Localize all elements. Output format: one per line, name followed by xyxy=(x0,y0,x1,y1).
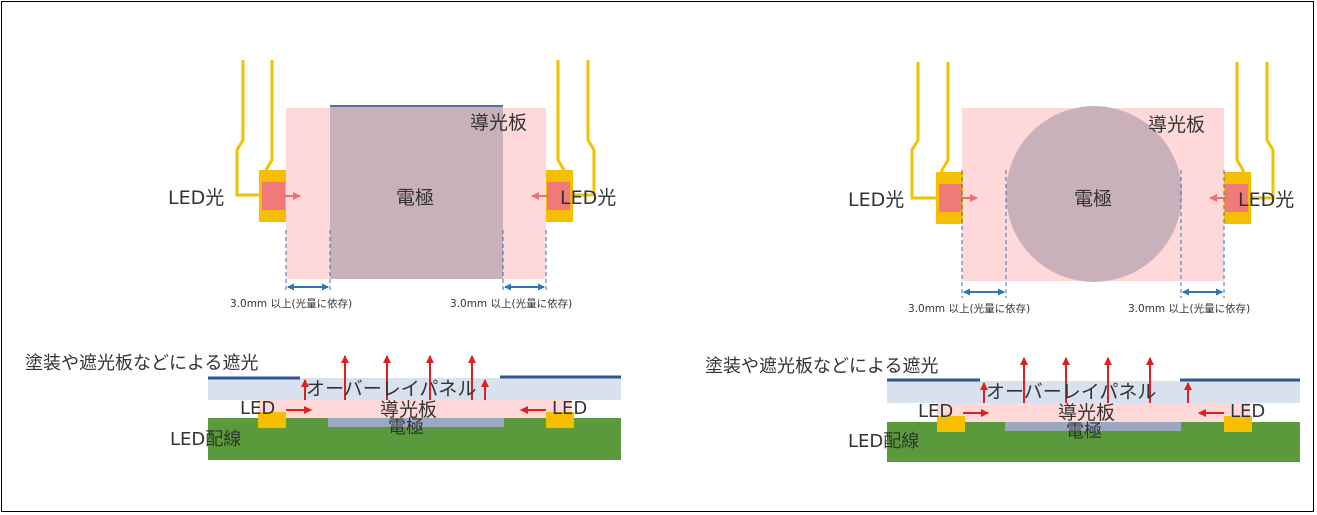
led-light-right-label: LED光 xyxy=(560,187,616,209)
electrode-section-label-2: 電極 xyxy=(1066,421,1102,442)
led-right-2 xyxy=(1224,172,1251,224)
overlay-panel-2 xyxy=(887,381,1300,403)
gap-left-label-2: 3.0mm 以上(光量に依存) xyxy=(908,302,1030,315)
led-left-2 xyxy=(936,172,963,224)
dimension-guides xyxy=(285,230,547,292)
wiring-label-2: LED配線 xyxy=(848,431,919,452)
led-light-left-label-2: LED光 xyxy=(848,189,904,211)
led-right-label-2: LED xyxy=(1230,401,1265,422)
right-section-view: 塗装や遮光板などによる遮光 オーバーレイパネル LED LED 導光板 電極 L… xyxy=(705,355,1300,462)
right-plan-view: 導光板 電極 LED光 LED光 3.0mm 以上(光量に依存) 3.0mm 以… xyxy=(848,62,1294,315)
led-light-left-label: LED光 xyxy=(168,187,224,209)
electrode-label-2: 電極 xyxy=(1074,188,1112,210)
led-light-right-label-2: LED光 xyxy=(1238,189,1294,211)
emission-arrows-2 xyxy=(963,357,1224,417)
light-guide-section-2 xyxy=(937,403,1250,422)
wiring-label: LED配線 xyxy=(170,429,241,450)
light-guide-section-label-2: 導光板 xyxy=(1058,402,1115,424)
led-left xyxy=(259,170,286,222)
led-section-right-2 xyxy=(1224,416,1252,432)
electrode-round xyxy=(1006,106,1182,282)
led-right xyxy=(546,170,573,222)
gap-right-label: 3.0mm 以上(光量に依存) xyxy=(450,297,572,310)
light-guide-section-label: 導光板 xyxy=(380,399,437,421)
overlay-panel-label-2: オーバーレイパネル xyxy=(986,381,1156,403)
overlay-panel-label: オーバーレイパネル xyxy=(306,378,476,400)
gap-left-label: 3.0mm 以上(光量に依存) xyxy=(230,297,352,310)
light-guide-label-2: 導光板 xyxy=(1148,114,1205,136)
electrode xyxy=(330,106,503,279)
led-section-left-2 xyxy=(937,416,965,432)
shading-label-2: 塗装や遮光板などによる遮光 xyxy=(705,355,938,377)
electrode-section xyxy=(328,418,504,427)
led-right-label: LED xyxy=(552,398,587,419)
dimension-guides-2 xyxy=(961,170,1225,298)
light-guide-section xyxy=(258,400,571,418)
emission-arrows xyxy=(286,355,546,414)
led-section-left xyxy=(258,412,286,428)
led-left-label: LED xyxy=(240,398,275,419)
led-section-right xyxy=(546,412,574,428)
electrode-label: 電極 xyxy=(396,187,434,209)
electrode-section-label: 電極 xyxy=(388,417,424,438)
shading-label: 塗装や遮光板などによる遮光 xyxy=(25,352,258,374)
gap-right-label-2: 3.0mm 以上(光量に依存) xyxy=(1128,302,1250,315)
left-plan-view: 導光板 電極 LED光 LED光 3.0mm 以上(光量に依存) 3.0mm 以… xyxy=(168,60,616,310)
left-section-view: 塗装や遮光板などによる遮光 オーバーレイパネル LED LED 導光板 電極 L… xyxy=(25,352,621,460)
overlay-panel xyxy=(208,378,621,400)
light-guide-label: 導光板 xyxy=(470,112,527,134)
electrode-section-2 xyxy=(1005,422,1181,431)
led-left-label-2: LED xyxy=(918,401,953,422)
